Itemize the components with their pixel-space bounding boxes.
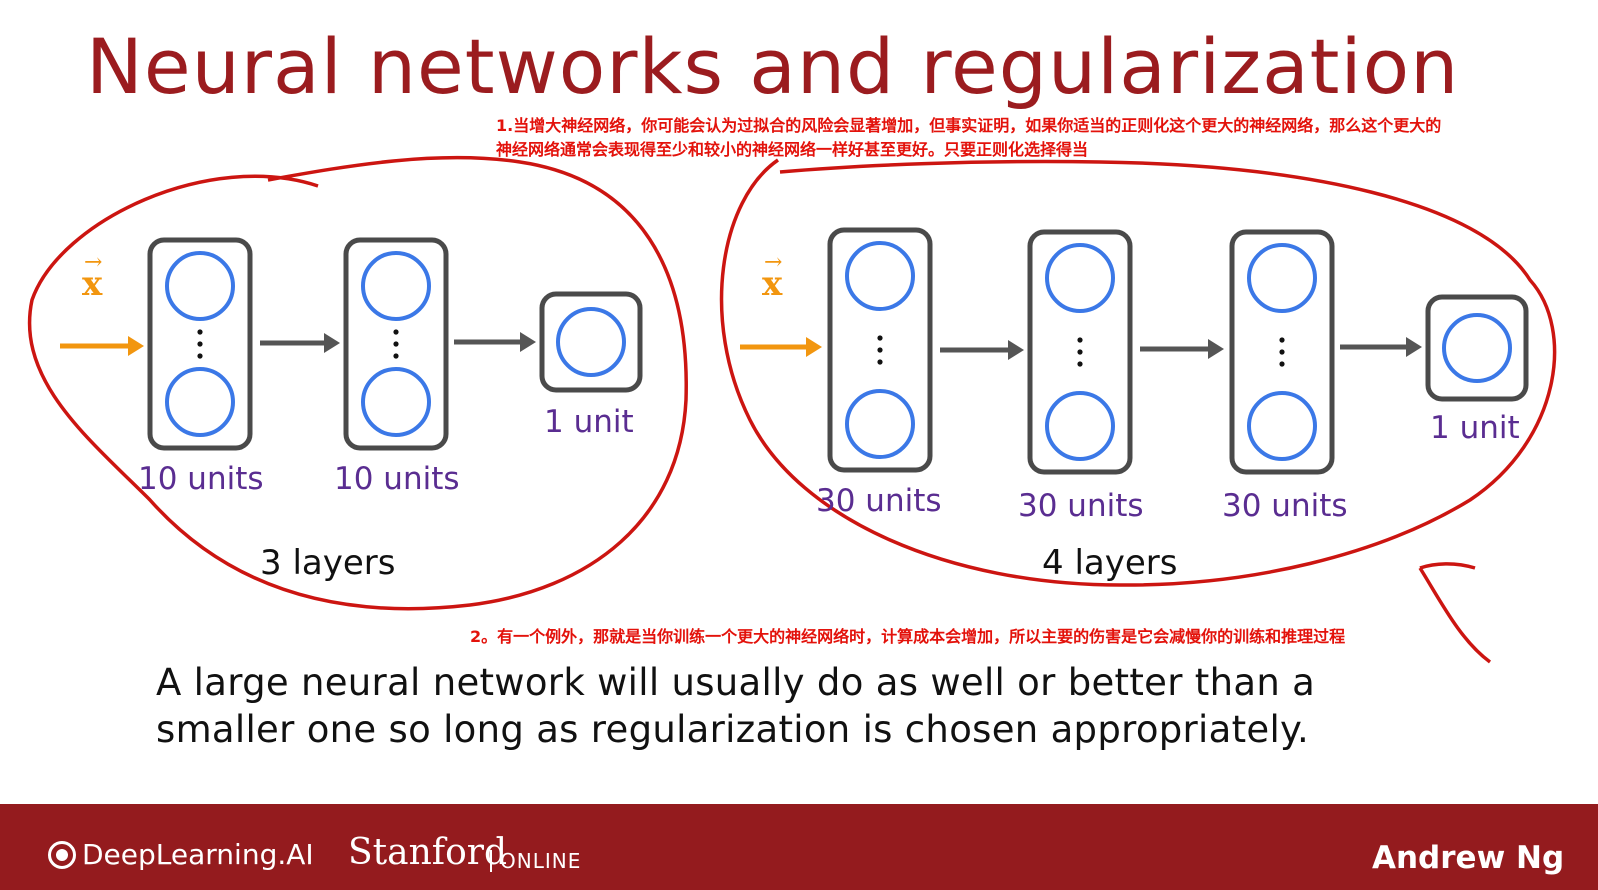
large-network-layer-3-ellipsis-dot-1 bbox=[1279, 337, 1285, 343]
large-layer-2-label: 30 units bbox=[1018, 488, 1144, 524]
large-network-layer-3-neuron-top bbox=[1247, 243, 1317, 313]
large-network-layer-1-neuron-top bbox=[845, 241, 915, 311]
slide-title: Neural networks and regularization bbox=[86, 22, 1460, 111]
small-network-layer-1-ellipsis-dot-2 bbox=[197, 341, 203, 347]
red-pointer-arrow bbox=[1418, 562, 1492, 664]
large-network-graph bbox=[740, 227, 1529, 475]
large-network-arrowhead-1 bbox=[1008, 340, 1024, 360]
large-network-layer-1-neuron-bottom bbox=[845, 389, 915, 459]
large-network-layer-3-neuron-bottom bbox=[1247, 391, 1317, 461]
small-network-layer-2-neuron-bottom bbox=[361, 367, 431, 437]
stanford-logo-text: Stanford bbox=[348, 832, 508, 873]
small-network-layer-2-neuron-top bbox=[361, 251, 431, 321]
caption-line-2: smaller one so long as regularization is… bbox=[156, 708, 1310, 751]
large-network-layer-3-ellipsis-dot-2 bbox=[1279, 349, 1285, 355]
large-network-layer-2-neuron-top bbox=[1045, 243, 1115, 313]
stanford-online-text: ONLINE bbox=[490, 850, 581, 872]
footer-bar: DeepLearning.AI Stanford ONLINE Andrew N… bbox=[0, 804, 1598, 890]
large-network-layer-2-ellipsis-dot-2 bbox=[1077, 349, 1083, 355]
small-network-graph bbox=[60, 237, 643, 451]
large-network-layer-2-ellipsis-dot-3 bbox=[1077, 361, 1083, 367]
small-network-arrowhead-2 bbox=[520, 332, 536, 352]
small-network-arrowhead-1 bbox=[324, 333, 340, 353]
small-layer-2-label: 10 units bbox=[334, 461, 460, 497]
small-network-layer-1-neuron-bottom bbox=[165, 367, 235, 437]
large-network-layer-3-ellipsis-dot-3 bbox=[1279, 361, 1285, 367]
deeplearning-logo-icon bbox=[48, 840, 76, 869]
large-layer-4-label: 1 unit bbox=[1430, 410, 1520, 446]
large-network-caption: 4 layers bbox=[1042, 543, 1178, 583]
small-network-layer-2-ellipsis-dot-2 bbox=[393, 341, 399, 347]
small-layer-1-label: 10 units bbox=[138, 461, 264, 497]
large-network-arrowhead-3 bbox=[1406, 337, 1422, 357]
large-network-layer-4-neuron bbox=[1442, 313, 1512, 383]
large-network-layer-1-ellipsis-dot-3 bbox=[877, 359, 883, 365]
annotation-note-2: 2。有一个例外，那就是当你训练一个更大的神经网络时，计算成本会增加，所以主要的伤… bbox=[470, 627, 1346, 646]
small-network-layer-1-ellipsis-dot-1 bbox=[197, 329, 203, 335]
large-network-layer-1-ellipsis-dot-2 bbox=[877, 347, 883, 353]
annotation-note-1-line-2: 神经网络通常会表现得至少和较小的神经网络一样好甚至更好。只要正则化选择得当 bbox=[496, 140, 1089, 159]
large-layer-1-label: 30 units bbox=[816, 483, 942, 519]
large-network-arrowhead-2 bbox=[1208, 339, 1224, 359]
annotation-note-1-line-1: 1.当增大神经网络，你可能会认为过拟合的风险会显著增加，但事实证明，如果你适当的… bbox=[496, 116, 1442, 135]
red-loop-small-network bbox=[27, 155, 688, 611]
small-network-caption: 3 layers bbox=[260, 543, 396, 583]
large-network-layer-2-neuron-bottom bbox=[1045, 391, 1115, 461]
red-loop-large-network bbox=[719, 158, 1557, 587]
small-network-input-arrowhead bbox=[128, 336, 144, 356]
large-network-input-x: x → bbox=[762, 250, 783, 304]
small-network-layer-2-ellipsis-dot-1 bbox=[393, 329, 399, 335]
small-network-layer-1-ellipsis-dot-3 bbox=[197, 353, 203, 359]
small-network-layer-1-neuron-top bbox=[165, 251, 235, 321]
author-name: Andrew Ng bbox=[1372, 840, 1565, 876]
large-network-layer-1-ellipsis-dot-1 bbox=[877, 335, 883, 341]
large-network-layer-2-ellipsis-dot-1 bbox=[1077, 337, 1083, 343]
deeplearning-ai-logo: DeepLearning.AI bbox=[48, 838, 314, 871]
small-layer-3-label: 1 unit bbox=[544, 404, 634, 440]
large-network-layer-4-box bbox=[1425, 294, 1529, 402]
small-network-input-x: x → bbox=[82, 250, 103, 304]
large-network-input-arrowhead bbox=[806, 337, 822, 357]
large-layer-3-label: 30 units bbox=[1222, 488, 1348, 524]
caption-line-1: A large neural network will usually do a… bbox=[156, 661, 1316, 704]
deeplearning-logo-text: DeepLearning.AI bbox=[82, 838, 314, 871]
small-network-layer-2-ellipsis-dot-3 bbox=[393, 353, 399, 359]
small-network-layer-3-neuron bbox=[556, 307, 626, 377]
